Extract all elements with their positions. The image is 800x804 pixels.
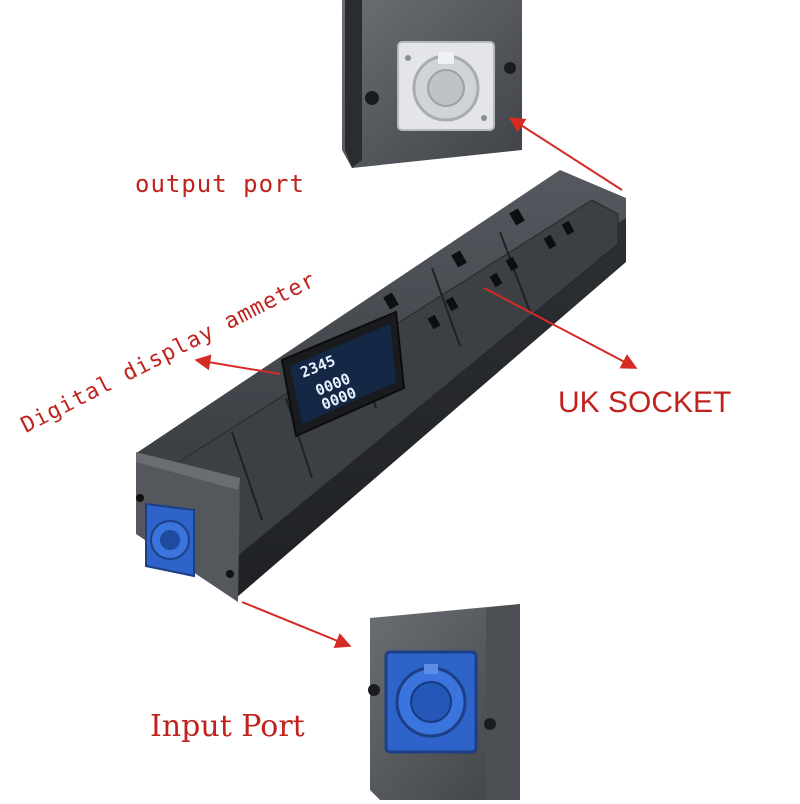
arrow-input-port	[241, 601, 352, 648]
uk-socket	[451, 250, 519, 288]
arrow-uk-socket	[483, 287, 638, 369]
uk-socket	[509, 208, 575, 250]
uk-sockets	[383, 208, 575, 330]
input-port-inset	[368, 604, 520, 800]
uk-socket	[383, 292, 459, 330]
callout-arrows	[194, 117, 638, 648]
digital-display-ammeter: 2345 0000 0000	[280, 310, 406, 438]
uk-socket-label: UK SOCKET	[558, 386, 732, 419]
output-port-label: output port	[135, 170, 305, 198]
output-port-inset	[340, 0, 522, 168]
arrow-output-port	[508, 117, 623, 191]
arrow-digital-display	[194, 354, 281, 375]
input-connector	[136, 494, 234, 578]
input-port-label: Input Port	[150, 709, 305, 744]
